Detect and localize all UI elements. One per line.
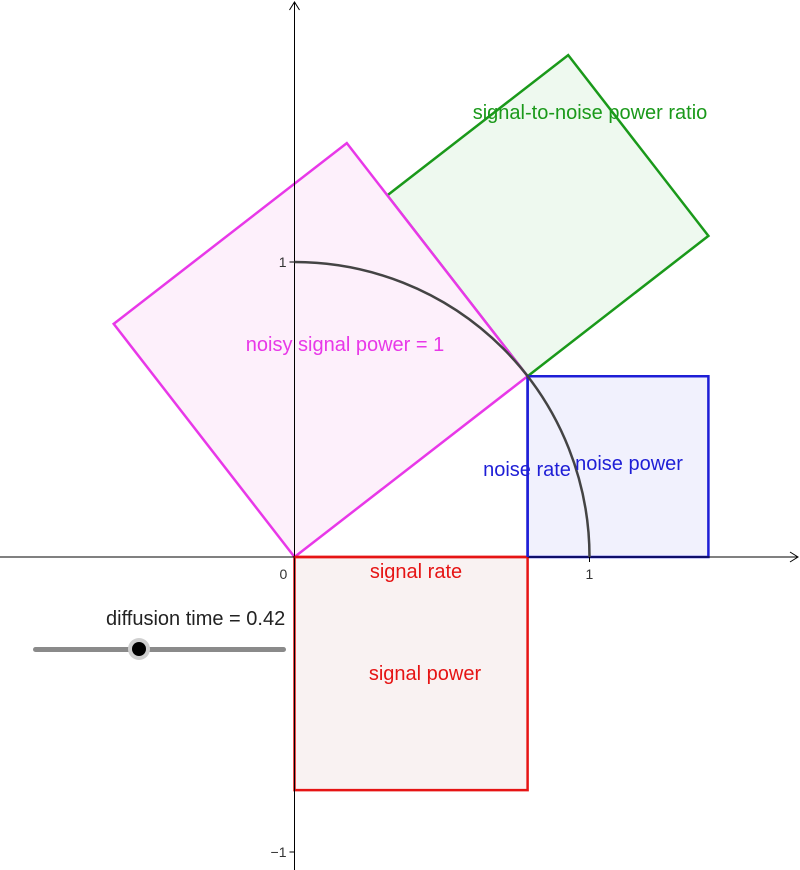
signal-to-noise-power-ratio-label: signal-to-noise power ratio [473, 102, 708, 124]
x-axis-arrowhead [789, 551, 799, 563]
noise-rate-label: noise rate [483, 459, 571, 481]
unit-circle-arc [294, 260, 591, 558]
noisy-signal-power-label: noisy signal power = 1 [246, 334, 444, 356]
x-tick-label: 0 [280, 566, 288, 582]
slider-track[interactable] [33, 647, 286, 652]
signal-power-label: signal power [369, 663, 482, 685]
noisy-signal-power-square [111, 141, 530, 559]
noise-power-label: noise power [575, 453, 683, 475]
diffusion-time-slider: diffusion time = 0.42 [30, 605, 320, 675]
y-axis-arrowhead [289, 1, 300, 11]
signal-rate-label: signal rate [370, 561, 462, 583]
y-tick-label: 1 [279, 254, 287, 270]
x-tick-label: 1 [586, 566, 594, 582]
slider-knob[interactable] [128, 638, 151, 660]
axis-ticks: 0 1 1 −1 [271, 254, 594, 860]
y-tick-label: −1 [271, 844, 287, 860]
diffusion-time-label: diffusion time = 0.42 [106, 608, 286, 630]
